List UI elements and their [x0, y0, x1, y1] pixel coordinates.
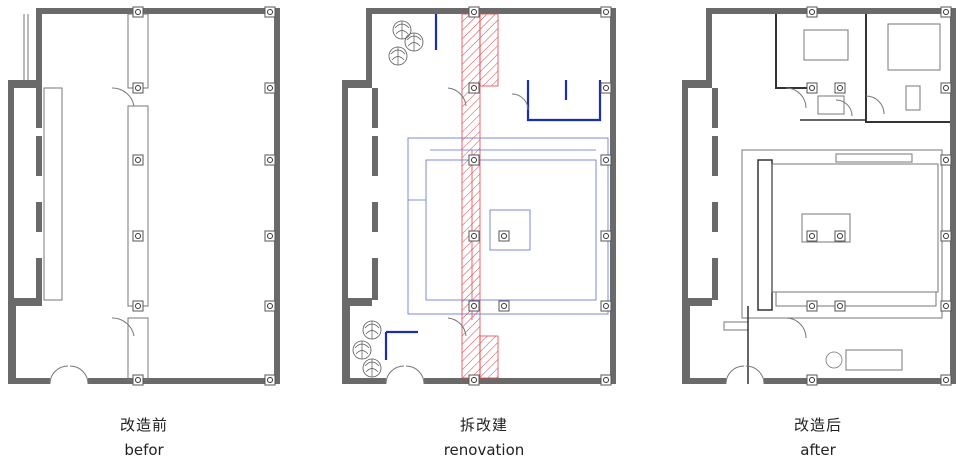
- caption-after-zh: 改造后: [793, 416, 842, 434]
- caption-before-en: befor: [124, 441, 164, 459]
- caption-renovation-zh: 拆改建: [459, 416, 508, 434]
- plant-icon: [404, 32, 424, 52]
- column-icon: [132, 300, 144, 312]
- plan-renovation: [342, 6, 616, 386]
- plant-icon: [362, 358, 382, 378]
- plant-icon: [362, 320, 382, 340]
- door-swing-icon: [785, 317, 807, 339]
- plan-before: [8, 6, 280, 386]
- column-icon: [264, 374, 276, 386]
- column-icon: [132, 374, 144, 386]
- caption-after-en: after: [800, 441, 836, 459]
- plant-icon: [352, 340, 372, 360]
- column-icon: [264, 230, 276, 242]
- plant-icon: [388, 46, 408, 66]
- column-icon: [132, 82, 144, 94]
- column-icon: [264, 82, 276, 94]
- column-icon: [132, 6, 144, 18]
- column-icon: [132, 154, 144, 166]
- door-swing-icon: [447, 87, 467, 107]
- caption-before-zh: 改造前: [119, 416, 168, 434]
- caption-renovation-en: renovation: [443, 441, 525, 459]
- column-icon: [132, 230, 144, 242]
- column-icon: [264, 300, 276, 312]
- door-swing-icon: [447, 317, 467, 337]
- plan-after: [682, 6, 956, 386]
- column-icon: [264, 154, 276, 166]
- plant-icon: [392, 20, 412, 40]
- column-icon: [264, 6, 276, 18]
- floor-plans: [8, 6, 956, 386]
